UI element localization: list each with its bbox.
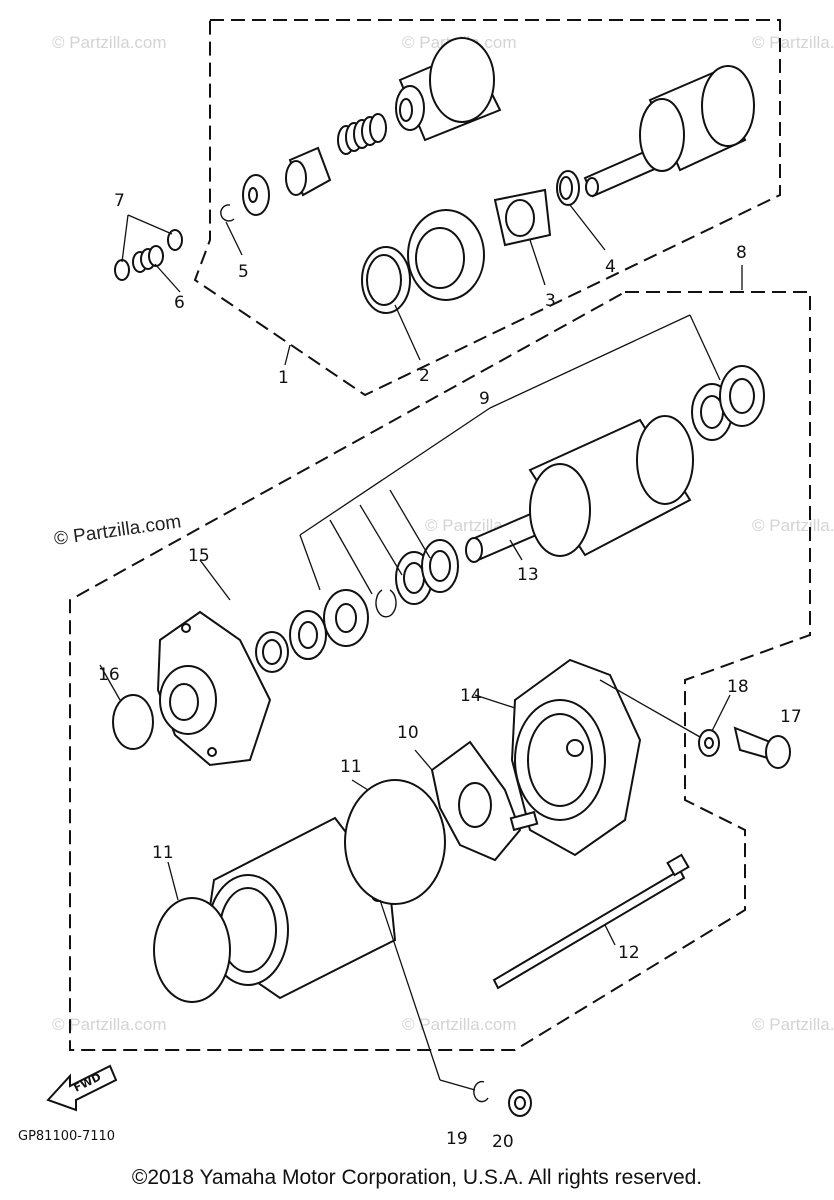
shaft-end	[585, 177, 599, 197]
callout-4: 4	[605, 257, 616, 277]
callout-10: 10	[397, 723, 419, 743]
copyright-notice: ©2018 Yamaha Motor Corporation, U.S.A. A…	[131, 1166, 703, 1189]
rear-cover-inner	[527, 713, 593, 807]
callout-8: 8	[736, 243, 747, 263]
o-ring-part	[112, 694, 154, 750]
diagram-code: GP81100-7110	[18, 1129, 115, 1144]
assembly-8-outline	[69, 291, 811, 1051]
rear-cover-bushing	[566, 739, 584, 757]
clutch-drum-face	[701, 65, 755, 147]
thrust-washer-hole	[729, 378, 755, 414]
bolt-hole	[181, 623, 191, 633]
bolt-head	[666, 853, 690, 877]
callout-9: 9	[479, 389, 490, 409]
callout-12: 12	[618, 943, 640, 963]
lock-washer-hole	[335, 603, 357, 633]
armature-assembly	[255, 365, 765, 673]
washer-part	[167, 229, 183, 251]
shim-washer-hole	[429, 550, 451, 582]
watermark-group: © Partzilla.com © Partzilla.com © Partzi…	[52, 33, 834, 1034]
watermark-visible: © Partzilla.com	[53, 511, 183, 550]
bolt-head	[765, 735, 791, 769]
collar-face	[285, 160, 307, 196]
armature-commutator	[529, 463, 591, 557]
callout-14: 14	[460, 686, 482, 706]
pinion-hub-hole	[399, 98, 413, 122]
callout-labels: 1 2 3 4 5 6 7 8 9 10 11 11 12 13 14 15 1…	[98, 191, 802, 1152]
through-bolt	[492, 853, 690, 990]
retainer-hole	[505, 199, 535, 237]
brush-holder-hole	[458, 782, 492, 828]
mounting-hardware	[698, 726, 791, 769]
assembly-1-outline	[193, 19, 781, 397]
spring-coil	[148, 245, 164, 267]
callout-17: 17	[780, 707, 802, 727]
callout-11: 11	[340, 757, 362, 777]
clutch-drum-rim	[639, 98, 685, 172]
clutch-housing-inner	[415, 227, 465, 289]
snap-ring-hole	[559, 176, 573, 200]
washer-hole	[248, 187, 258, 203]
callout-16: 16	[98, 665, 120, 685]
circlip-part	[375, 589, 397, 618]
fwd-arrow-icon: FWD	[46, 1064, 118, 1112]
callout-20: 20	[492, 1132, 514, 1152]
callout-2: 2	[419, 366, 430, 386]
callout-1: 1	[278, 368, 289, 388]
circlip-part	[473, 1080, 489, 1103]
callout-13: 13	[517, 565, 539, 585]
brush-holder	[430, 740, 539, 862]
callout-15: 15	[188, 546, 210, 566]
bearing-hole	[262, 639, 282, 665]
spring-part	[337, 113, 387, 155]
watermark: © Partzilla.com	[402, 1015, 517, 1034]
washer-part	[114, 259, 130, 281]
watermark: © Partzilla.com	[752, 1015, 834, 1034]
watermark: © Partzilla.com	[752, 33, 834, 52]
front-cover-hole	[169, 683, 199, 721]
clutch-assembly	[220, 37, 755, 314]
leader-lines	[99, 204, 743, 1091]
callout-3: 3	[545, 291, 556, 311]
armature-end	[636, 415, 694, 505]
nut-hole	[514, 1096, 526, 1110]
rear-cover	[510, 658, 642, 857]
washer-hole	[704, 737, 714, 749]
callout-19: 19	[446, 1129, 468, 1149]
watermark: © Partzilla.com	[752, 516, 834, 535]
callout-18: 18	[727, 677, 749, 697]
front-cover	[112, 610, 272, 767]
pinion-gear-teeth	[429, 37, 495, 123]
callout-6: 6	[174, 293, 185, 313]
watermark: © Partzilla.com	[52, 33, 167, 52]
callout-5: 5	[238, 262, 249, 282]
callout-7: 7	[114, 191, 125, 211]
circlip-part	[220, 204, 235, 222]
callout-11-lower: 11	[152, 843, 174, 863]
gasket-part	[153, 897, 231, 1003]
bolt-hole	[207, 747, 217, 757]
oil-seal-hole	[298, 621, 318, 649]
gasket-part	[344, 779, 446, 905]
terminal-bolt	[509, 810, 539, 832]
shim-washer-hole	[403, 562, 425, 594]
bolt-shank	[492, 868, 686, 990]
armature-shaft-end	[465, 537, 483, 563]
watermark: © Partzilla.com	[52, 1015, 167, 1034]
needle-bearing-inner	[366, 254, 402, 306]
yoke-assembly	[153, 779, 446, 1003]
